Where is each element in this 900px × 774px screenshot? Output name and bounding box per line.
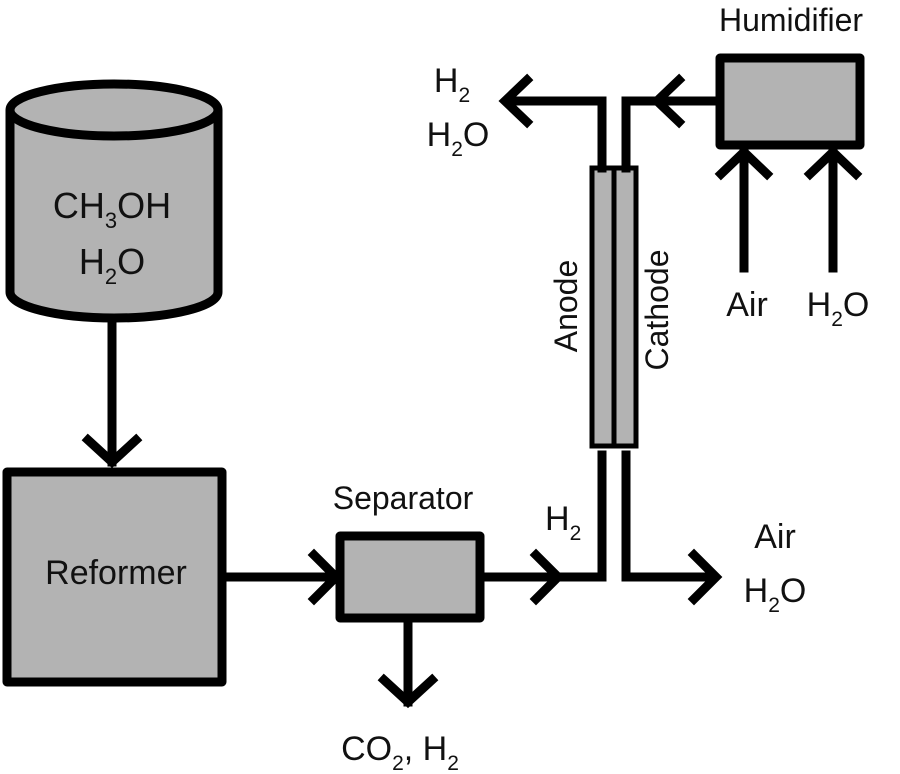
separator: Separator [333, 480, 485, 623]
cathode-block [611, 165, 639, 449]
reformer-to-separator-arrow [217, 548, 343, 606]
h2-feed-label: H2 [545, 500, 581, 545]
separator-label: Separator [333, 480, 474, 516]
separator-offgas-label: CO2, H2 [341, 730, 459, 774]
cathode-exhaust-air-label: Air [754, 518, 796, 556]
fuel-cell: Anode Cathode [548, 165, 675, 449]
cathode-exhaust-water-label: H2O [744, 572, 807, 617]
cathode-label: Cathode [639, 250, 675, 371]
humidifier-to-cathode-line [621, 73, 723, 173]
separator-box [335, 531, 485, 623]
air-inlet-arrow [714, 145, 774, 273]
h2-feed-line [475, 450, 607, 606]
tank-methanol-label: CH3OH [53, 185, 171, 233]
tank-to-reformer-arrow [81, 317, 143, 469]
cathode-exhaust-line [621, 450, 723, 606]
water-inlet-label: H2O [807, 286, 870, 331]
separator-offgas-arrow [377, 615, 439, 709]
water-inlet-arrow [803, 145, 863, 273]
feed-tank: CH3OH H2O [5, 79, 223, 323]
reformer: Reformer [2, 467, 227, 687]
anode-label: Anode [548, 260, 584, 353]
feed-tank-top [5, 79, 223, 141]
humidifier-label: Humidifier [719, 2, 863, 38]
air-inlet-label: Air [726, 286, 768, 324]
humidifier: Humidifier [715, 2, 865, 150]
anode-block [589, 165, 617, 449]
anode-exhaust-line [498, 73, 607, 173]
tank-water-label: H2O [79, 241, 145, 289]
reformer-box [2, 467, 227, 687]
reformer-label: Reformer [45, 554, 187, 592]
anode-exhaust-h2-label: H2 [434, 62, 470, 107]
humidifier-box [715, 53, 865, 150]
anode-exhaust-h2o-label: H2O [427, 116, 490, 161]
